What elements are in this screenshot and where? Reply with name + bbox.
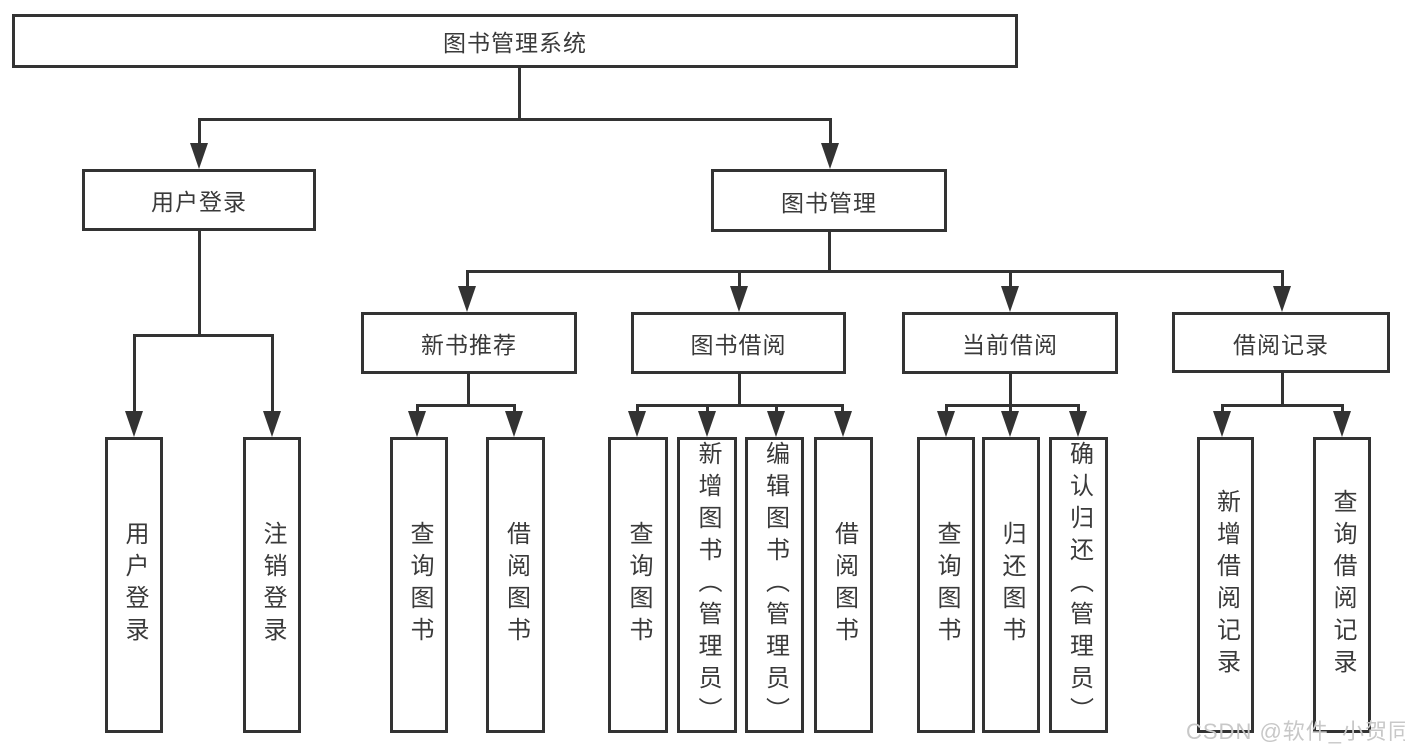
node-logout-leaf-label: 注销登录 <box>259 521 286 649</box>
node-recommend-borrow-books-label: 借阅图书 <box>502 521 530 649</box>
arrow-down-icon <box>505 411 523 437</box>
connector-line <box>1221 404 1344 407</box>
node-book-borrowing-label: 图书借阅 <box>690 332 787 358</box>
arrow-down-icon <box>408 411 426 437</box>
arrow-down-icon <box>1001 286 1019 312</box>
connector-line <box>466 270 1284 273</box>
node-new-book-recommend: 新书推荐 <box>361 312 577 374</box>
arrow-down-icon <box>937 411 955 437</box>
connector-line <box>513 404 516 416</box>
node-recommend-query-books-label: 查询图书 <box>406 521 433 649</box>
connector-line <box>518 68 521 120</box>
connector-line <box>828 232 831 273</box>
arrow-down-icon <box>1069 411 1087 437</box>
node-recommend-query-books: 查询图书 <box>390 437 448 733</box>
node-records-query-record: 查询借阅记录 <box>1313 437 1371 733</box>
node-borrowing-edit-books: 编辑图书（管理员） <box>745 437 804 733</box>
connector-line <box>945 404 1079 407</box>
connector-line <box>841 404 844 416</box>
arrow-down-icon <box>1213 411 1231 437</box>
watermark: CSDN @软件_小贺同学 <box>1186 719 1405 744</box>
node-borrowing-add-books-label: 新增图书（管理员） <box>694 441 721 729</box>
node-current-return-books-label: 归还图书 <box>998 521 1025 649</box>
connector-line <box>133 334 136 414</box>
connector-line <box>1077 404 1080 416</box>
connector-line <box>1341 404 1344 416</box>
arrow-down-icon <box>1333 411 1351 437</box>
node-root: 图书管理系统 <box>12 14 1018 68</box>
node-recommend-borrow-books: 借阅图书 <box>486 437 545 733</box>
connector-line <box>1009 404 1012 416</box>
node-current-query-books-label: 查询图书 <box>933 521 960 649</box>
arrow-down-icon <box>834 411 852 437</box>
node-records-query-record-label: 查询借阅记录 <box>1329 489 1356 681</box>
connector-line <box>738 270 741 290</box>
arrow-down-icon <box>821 143 839 169</box>
connector-line <box>945 404 948 416</box>
node-user-login-label: 用户登录 <box>151 189 247 215</box>
node-book-management: 图书管理 <box>711 169 947 232</box>
arrow-down-icon <box>698 411 716 437</box>
node-borrowing-query-books-label: 查询图书 <box>625 521 652 649</box>
connector-line <box>416 404 516 407</box>
connector-line <box>1281 270 1284 290</box>
connector-line <box>775 404 778 416</box>
node-book-borrowing: 图书借阅 <box>631 312 846 374</box>
connector-line <box>706 404 709 416</box>
node-user-login-leaf-label: 用户登录 <box>121 521 148 649</box>
node-borrowing-records-label: 借阅记录 <box>1233 331 1329 358</box>
connector-line <box>198 118 832 121</box>
node-root-label: 图书管理系统 <box>443 30 587 56</box>
node-borrowing-records: 借阅记录 <box>1172 312 1390 373</box>
arrow-down-icon <box>190 143 208 169</box>
node-borrowing-borrow-books: 借阅图书 <box>814 437 873 733</box>
node-current-confirm-return: 确认归还（管理员） <box>1049 437 1108 733</box>
connector-line <box>1281 373 1284 406</box>
connector-line <box>829 118 832 146</box>
node-borrowing-add-books: 新增图书（管理员） <box>677 437 737 733</box>
connector-line <box>466 270 469 290</box>
node-current-borrowing-label: 当前借阅 <box>962 332 1058 358</box>
arrow-down-icon <box>263 411 281 437</box>
arrow-down-icon <box>125 411 143 437</box>
node-borrowing-edit-books-label: 编辑图书（管理员） <box>761 441 789 729</box>
node-borrowing-query-books: 查询图书 <box>608 437 668 733</box>
arrow-down-icon <box>1001 411 1019 437</box>
node-user-login: 用户登录 <box>82 169 316 231</box>
arrow-down-icon <box>767 411 785 437</box>
node-current-return-books: 归还图书 <box>982 437 1040 733</box>
node-records-add-record-label: 新增借阅记录 <box>1212 489 1240 681</box>
node-book-management-label: 图书管理 <box>781 189 877 216</box>
connector-line <box>1009 374 1012 407</box>
node-user-login-leaf: 用户登录 <box>105 437 163 733</box>
connector-line <box>1221 404 1224 416</box>
connector-line <box>271 334 274 414</box>
arrow-down-icon <box>458 286 476 312</box>
connector-line <box>738 374 741 407</box>
connector-line <box>636 404 639 416</box>
node-current-confirm-return-label: 确认归还（管理员） <box>1065 441 1093 729</box>
connector-line <box>416 404 419 416</box>
arrow-down-icon <box>628 411 646 437</box>
connector-line <box>198 118 201 146</box>
node-logout-leaf: 注销登录 <box>243 437 301 733</box>
arrow-down-icon <box>730 286 748 312</box>
arrow-down-icon <box>1273 286 1291 312</box>
connector-line <box>198 231 201 337</box>
node-current-query-books: 查询图书 <box>917 437 975 733</box>
connector-line <box>133 334 274 337</box>
connector-line <box>1009 270 1012 290</box>
connector-line <box>636 404 844 407</box>
node-records-add-record: 新增借阅记录 <box>1197 437 1254 733</box>
node-new-book-recommend-label: 新书推荐 <box>421 332 517 358</box>
node-current-borrowing: 当前借阅 <box>902 312 1118 374</box>
connector-line <box>467 374 470 407</box>
node-borrowing-borrow-books-label: 借阅图书 <box>830 521 858 649</box>
